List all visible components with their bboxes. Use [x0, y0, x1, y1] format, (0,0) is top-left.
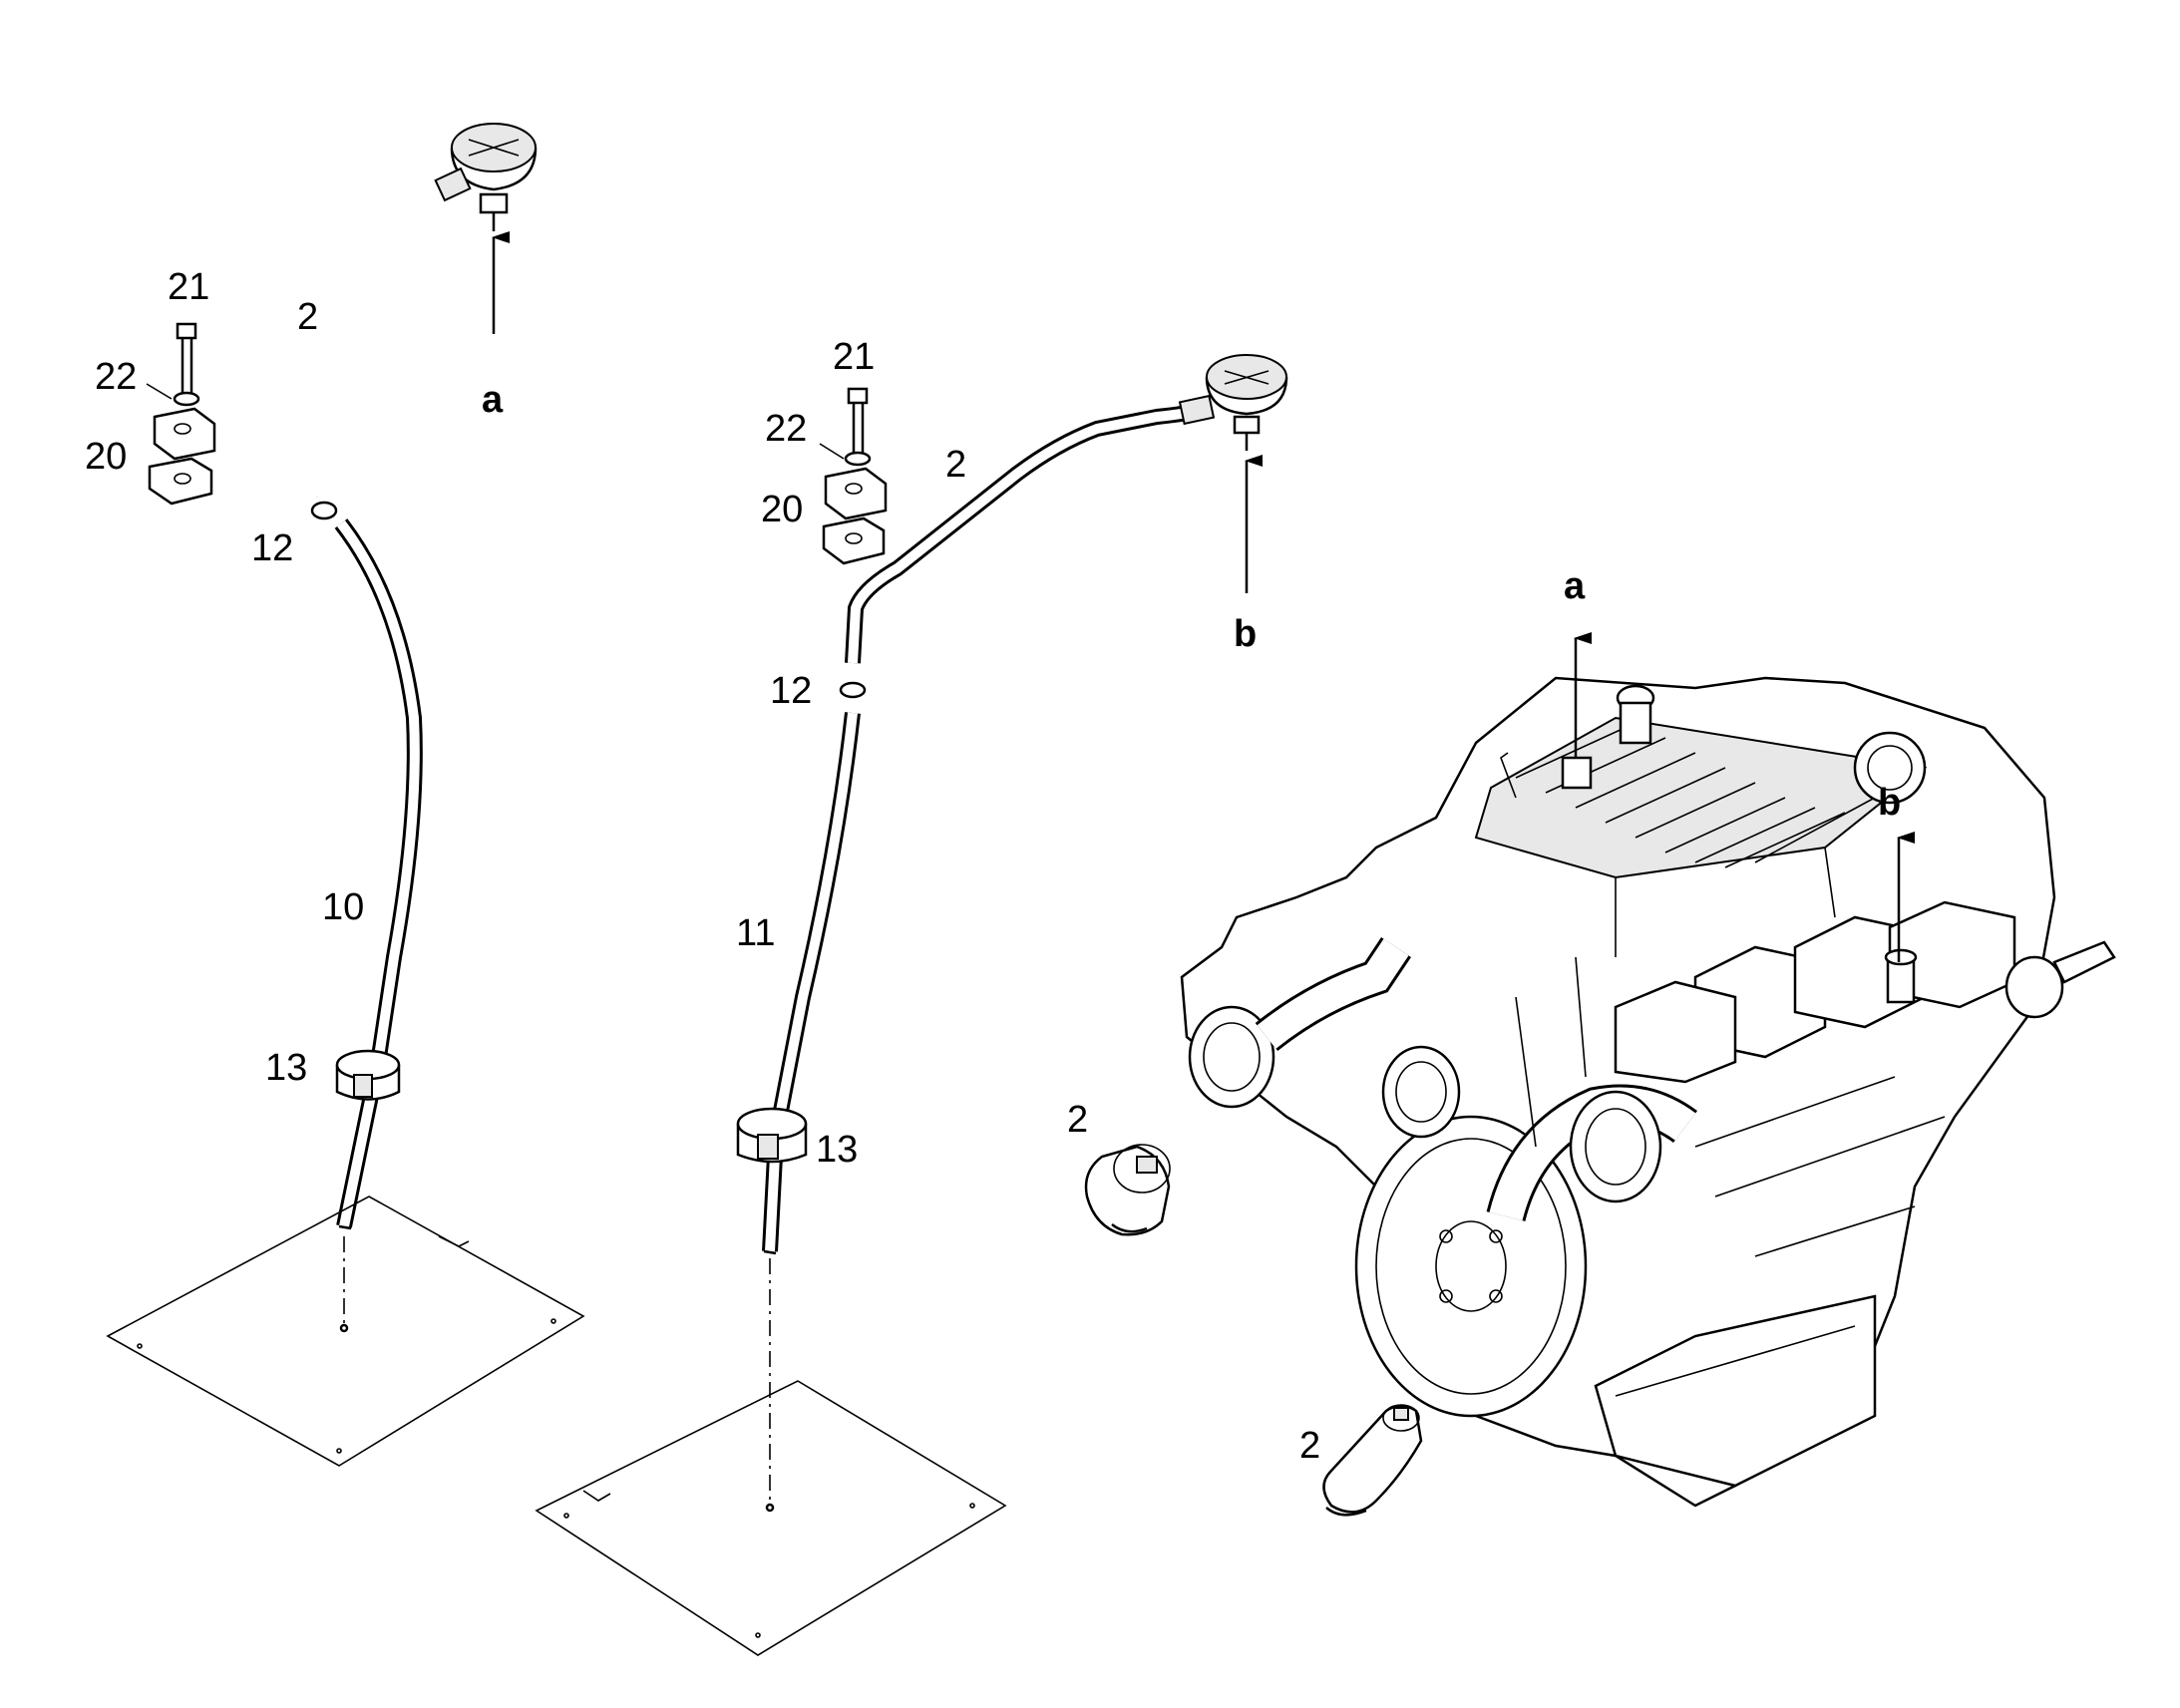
label-mid-clip: 13	[816, 1129, 858, 1171]
mid-dipstick-cap	[1205, 354, 1288, 451]
mid-connector	[839, 681, 867, 699]
mid-base-plate	[535, 1380, 1007, 1656]
mid-upper-hose	[845, 394, 1216, 664]
label-mid-arrow: b	[1234, 613, 1257, 655]
left-assembly	[106, 123, 585, 1467]
callout-labels: 2 21 22 20 12 10 13 a 21 22 20 2 12 11 1…	[85, 266, 1901, 1467]
left-connector	[310, 501, 338, 520]
left-upper-hose	[280, 167, 472, 501]
mid-clip	[736, 1107, 808, 1164]
label-left-arrow: a	[482, 379, 504, 421]
label-engine-arrow-a: a	[1564, 565, 1586, 607]
engine-block	[1180, 632, 2116, 1508]
left-clip	[335, 1049, 401, 1101]
elbow-upper	[1084, 1144, 1171, 1236]
left-clamp	[148, 407, 216, 506]
mid-washer	[819, 443, 872, 467]
left-washer	[146, 383, 200, 407]
label-left-hose-upper: 2	[297, 296, 318, 338]
label-left-clip: 13	[265, 1047, 307, 1089]
label-mid-clamp: 20	[761, 489, 803, 530]
label-mid-bolt: 21	[833, 336, 875, 378]
label-mid-dipstick-tube: 11	[736, 912, 775, 954]
label-left-clamp: 20	[85, 436, 127, 478]
left-lower-tube	[334, 518, 423, 1333]
left-bolt	[176, 322, 197, 394]
label-left-dipstick-tube: 10	[322, 886, 364, 928]
label-left-connector: 12	[251, 527, 293, 569]
elbow-lower	[1322, 1404, 1423, 1517]
mid-clamp	[822, 467, 888, 565]
label-mid-washer: 22	[765, 408, 807, 450]
label-left-washer: 22	[95, 356, 137, 398]
mid-lower-tube	[762, 712, 861, 1513]
label-left-bolt: 21	[168, 266, 209, 308]
label-engine-arrow-b: b	[1878, 782, 1901, 824]
label-mid-connector: 12	[770, 670, 812, 712]
label-mid-hose-upper: 2	[945, 444, 966, 486]
middle-assembly	[535, 354, 1288, 1656]
label-elbow-upper: 2	[1067, 1099, 1088, 1141]
label-elbow-lower: 2	[1299, 1425, 1320, 1467]
left-dipstick-cap	[450, 123, 538, 231]
left-base-plate	[106, 1196, 585, 1467]
mid-bolt	[847, 387, 869, 454]
